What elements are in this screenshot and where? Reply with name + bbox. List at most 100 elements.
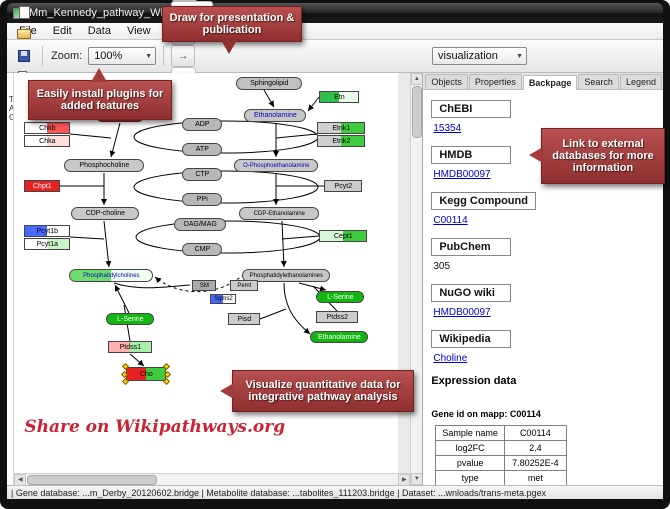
node-atp[interactable]: ATP bbox=[182, 143, 223, 156]
node-sgms2[interactable]: Sgms2 bbox=[210, 294, 237, 304]
table-cell: type bbox=[435, 470, 505, 485]
scroll-down-icon[interactable]: ▼ bbox=[410, 473, 423, 485]
node-dag-mag[interactable]: DAG/MAG bbox=[174, 218, 227, 231]
node-o-phosphoethanolamine[interactable]: O-Phosphoethanolamine bbox=[234, 159, 319, 172]
callout-pointer bbox=[220, 383, 234, 399]
node-chka[interactable]: Chka bbox=[24, 135, 71, 147]
node-pcyt1b[interactable]: Pcyt1b bbox=[24, 225, 71, 237]
arrow-tool-icon: → bbox=[178, 50, 189, 62]
node-phosphocholine[interactable]: Phosphocholine bbox=[64, 159, 145, 172]
node-pemt[interactable]: Pemt bbox=[230, 280, 259, 291]
menu-data[interactable]: Data bbox=[87, 25, 111, 37]
node-ctp[interactable]: CTP bbox=[182, 168, 223, 181]
callout-pointer bbox=[91, 68, 107, 82]
node-cho[interactable]: Cho bbox=[126, 367, 167, 381]
titlebar[interactable]: Mm_Kennedy_pathway_WP1771_45176.gpml bbox=[7, 3, 663, 23]
visualization-select[interactable]: visualization ▼ bbox=[432, 47, 527, 65]
menu-edit[interactable]: Edit bbox=[52, 25, 72, 37]
node-sphingolipid[interactable]: Sphingolipid bbox=[236, 77, 303, 90]
node-l-serine[interactable]: L-Serine bbox=[106, 313, 155, 325]
node-etnk1[interactable]: Etnk1 bbox=[317, 122, 366, 134]
tab-backpage[interactable]: Backpage bbox=[522, 75, 578, 90]
section-header: Wikipedia bbox=[431, 330, 512, 348]
share-wikipathways-text: Share on Wikipathways.org bbox=[24, 417, 286, 437]
node-cdp-choline[interactable]: CDP-choline bbox=[71, 207, 140, 220]
node-pcyt1a[interactable]: Pcyt1a bbox=[24, 238, 71, 250]
node-sm[interactable]: SM bbox=[192, 280, 217, 291]
scroll-right-icon[interactable]: ▶ bbox=[398, 473, 411, 486]
table-cell: pvalue bbox=[435, 455, 505, 471]
save-button[interactable] bbox=[13, 45, 35, 67]
new-button[interactable] bbox=[13, 1, 35, 23]
backpage-section-pubchem: PubChem 305 bbox=[431, 237, 655, 272]
node-ptdss2[interactable]: Ptdss2 bbox=[316, 311, 359, 323]
horizontal-scroll-thumb[interactable] bbox=[27, 474, 158, 485]
section-value: 305 bbox=[433, 261, 451, 272]
tab-search[interactable]: Search bbox=[578, 74, 619, 89]
node-phosphatidylethanolamines[interactable]: Phosphatidylethanolamines bbox=[242, 269, 331, 282]
node-cept1[interactable]: Cept1 bbox=[319, 230, 368, 242]
external-db-link[interactable]: 15354 bbox=[433, 123, 462, 134]
info-label: Organ bbox=[7, 113, 13, 122]
callout-pointer bbox=[529, 147, 543, 163]
node-ethanolamine[interactable]: Ethanolamine bbox=[244, 109, 307, 122]
table-cell: met bbox=[503, 470, 567, 485]
node-chpt1[interactable]: Chpt1 bbox=[24, 180, 61, 192]
node-pisd[interactable]: Pisd bbox=[228, 313, 261, 325]
callout-pointer bbox=[221, 40, 237, 54]
node-cmp[interactable]: CMP bbox=[182, 243, 223, 256]
section-header: HMDB bbox=[431, 146, 512, 164]
node-cdp-ethanolamine[interactable]: CDP-Ethanolamine bbox=[239, 207, 320, 220]
node-chkb[interactable]: Chkb bbox=[24, 122, 71, 134]
new-icon bbox=[18, 5, 30, 19]
info-label: Avail bbox=[9, 104, 15, 113]
node-etn[interactable]: Etn bbox=[319, 91, 360, 103]
tab-properties[interactable]: Properties bbox=[468, 74, 522, 89]
section-header: NuGO wiki bbox=[431, 284, 512, 302]
scroll-left-icon[interactable]: ◀ bbox=[14, 473, 27, 486]
node-pcyt2[interactable]: Pcyt2 bbox=[324, 180, 363, 192]
vertical-scrollbar[interactable]: ▲ ▼ bbox=[410, 73, 423, 485]
scroll-up-icon[interactable]: ▲ bbox=[410, 73, 423, 85]
callout-draw-presentation: Draw for presentation & publication bbox=[162, 6, 302, 54]
node-l-serine[interactable]: L-Serine bbox=[316, 291, 365, 303]
visualization-value: visualization bbox=[438, 50, 498, 62]
external-db-link[interactable]: HMDB00097 bbox=[433, 169, 491, 180]
node-etnk2[interactable]: Etnk2 bbox=[317, 135, 366, 147]
external-db-link[interactable]: Choline bbox=[433, 353, 468, 364]
menu-view[interactable]: View bbox=[126, 25, 151, 37]
node-adp[interactable]: ADP bbox=[182, 118, 223, 131]
external-db-link[interactable]: HMDB00097 bbox=[433, 307, 491, 318]
external-db-link[interactable]: C00114 bbox=[433, 215, 468, 226]
section-header: PubChem bbox=[431, 238, 512, 256]
node-phosphatidylcholines[interactable]: Phosphatidylcholines bbox=[69, 269, 154, 282]
vertical-scroll-thumb[interactable] bbox=[411, 86, 422, 138]
info-label: Title: bbox=[9, 95, 14, 104]
tab-legend[interactable]: Legend bbox=[619, 74, 662, 89]
node-ethanolamine[interactable]: Ethanolamine bbox=[310, 331, 369, 343]
tab-objects[interactable]: Objects bbox=[425, 74, 468, 89]
backpage-section-hmdb: HMDB HMDB00097 bbox=[431, 145, 655, 180]
arrow-tool[interactable]: → bbox=[171, 45, 196, 67]
horizontal-scrollbar[interactable]: ◀ ▶ bbox=[14, 473, 411, 486]
table-cell: C00114 bbox=[503, 425, 567, 441]
zoom-select[interactable]: 100% ▼ bbox=[88, 47, 157, 65]
node-ppi[interactable]: PPi bbox=[182, 193, 223, 206]
table-cell: log2FC bbox=[435, 440, 505, 456]
node-ptdss1[interactable]: Ptdss1 bbox=[108, 341, 153, 353]
open-button[interactable] bbox=[13, 23, 35, 45]
callout-external-databases: Link to external databases for more info… bbox=[529, 128, 665, 184]
zoom-value: 100% bbox=[94, 50, 123, 62]
table-cell: 2.4 bbox=[503, 440, 567, 456]
zoom-label: Zoom: bbox=[51, 50, 83, 62]
gene-id-label: Gene id on mapp: C00114 bbox=[431, 409, 541, 419]
menubar: FileEditDataViewPluginsHelp bbox=[7, 23, 663, 40]
table-cell: 7.80252E-4 bbox=[503, 455, 567, 471]
status-bar: | Gene database: ...m_Derby_20120602.bri… bbox=[7, 485, 663, 499]
